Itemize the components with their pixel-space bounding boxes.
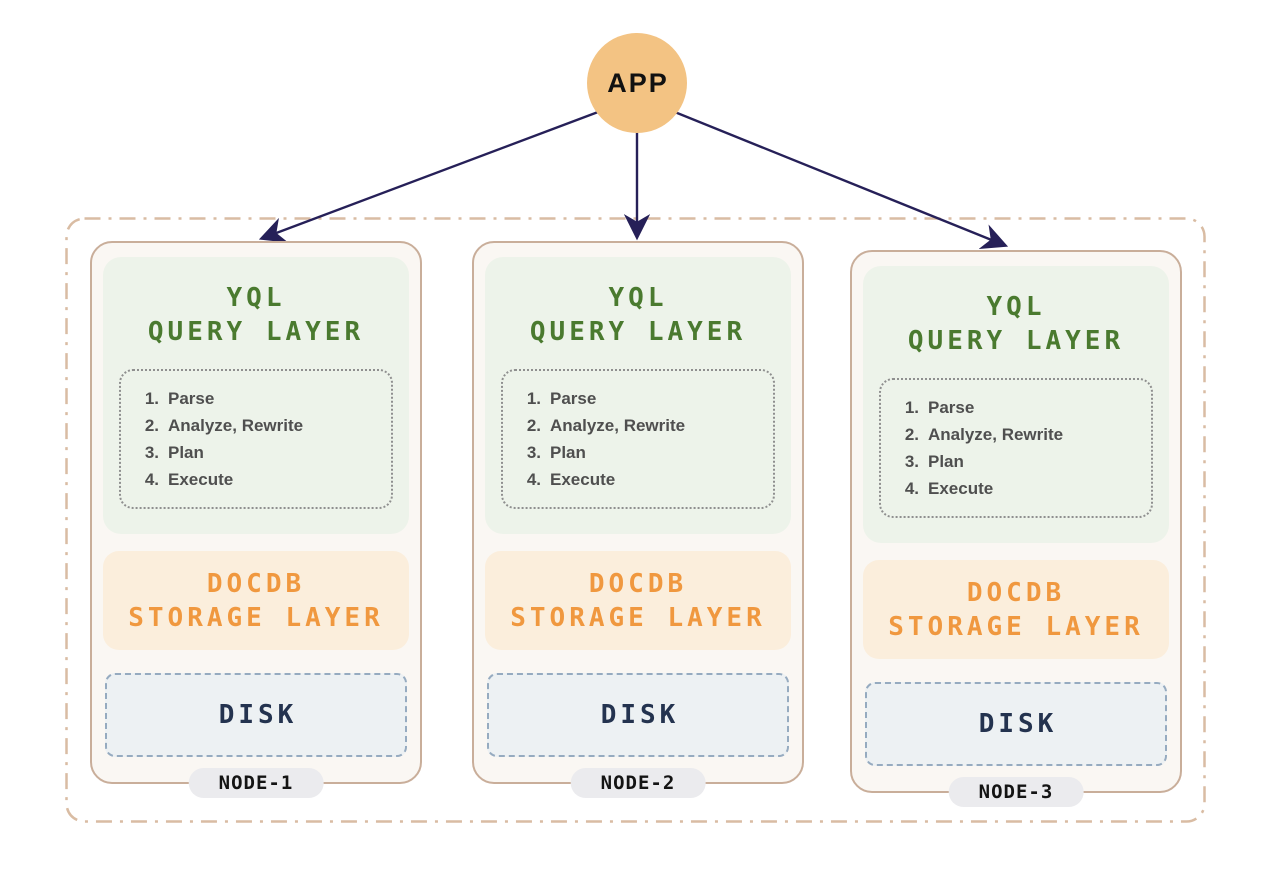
node-badge: NODE-3 [948, 777, 1084, 807]
node-badge: NODE-1 [188, 768, 324, 798]
step-number: 4. [144, 470, 159, 489]
query-step: 2. Analyze, Rewrite [515, 412, 765, 439]
query-step: 3. Plan [515, 439, 765, 466]
disk-box: DISK [865, 682, 1167, 766]
query-step: 2. Analyze, Rewrite [133, 412, 383, 439]
app-node: APP [587, 33, 687, 133]
disk-label: DISK [218, 700, 298, 730]
yql-title-line2: QUERY LAYER [529, 317, 747, 347]
step-number: 3. [526, 443, 541, 462]
query-step: 1. Parse [515, 385, 765, 412]
step-number: 4. [526, 470, 541, 489]
query-steps-box: 1. Parse 2. Analyze, Rewrite 3. Plan 4. … [879, 378, 1153, 518]
docdb-title-line2: STORAGE LAYER [888, 611, 1144, 642]
yql-query-layer-box: YQL QUERY LAYER 1. Parse 2. Analyze, Rew… [863, 266, 1169, 543]
step-label: Analyze, Rewrite [168, 416, 304, 435]
yql-query-layer-title: YQL QUERY LAYER [863, 290, 1169, 358]
node-card-1: YQL QUERY LAYER 1. Parse 2. Analyze, Rew… [90, 241, 422, 798]
step-label: Analyze, Rewrite [550, 416, 686, 435]
step-number: 2. [526, 416, 541, 435]
yql-query-layer-title: YQL QUERY LAYER [103, 281, 409, 349]
docdb-storage-layer-box: DOCDB STORAGE LAYER [485, 551, 791, 650]
query-step: 2. Analyze, Rewrite [893, 421, 1143, 448]
step-label: Analyze, Rewrite [928, 425, 1064, 444]
docdb-title-line2: STORAGE LAYER [510, 602, 766, 633]
query-steps-box: 1. Parse 2. Analyze, Rewrite 3. Plan 4. … [119, 369, 393, 509]
yql-title-line2: QUERY LAYER [907, 326, 1125, 356]
step-label: Plan [168, 443, 204, 462]
step-label: Execute [550, 470, 616, 489]
step-number: 1. [144, 389, 159, 408]
docdb-storage-layer-title: DOCDB STORAGE LAYER [510, 567, 766, 635]
step-number: 1. [904, 398, 919, 417]
disk-label: DISK [600, 700, 680, 730]
yql-title-line1: YQL [226, 283, 286, 313]
node-badge: NODE-2 [570, 768, 706, 798]
query-step: 4. Execute [515, 466, 765, 493]
step-label: Parse [168, 389, 215, 408]
disk-box: DISK [105, 673, 407, 757]
yql-query-layer-title: YQL QUERY LAYER [485, 281, 791, 349]
query-steps-box: 1. Parse 2. Analyze, Rewrite 3. Plan 4. … [501, 369, 775, 509]
yql-query-layer-box: YQL QUERY LAYER 1. Parse 2. Analyze, Rew… [485, 257, 791, 534]
docdb-storage-layer-box: DOCDB STORAGE LAYER [103, 551, 409, 650]
node-card-2: YQL QUERY LAYER 1. Parse 2. Analyze, Rew… [472, 241, 804, 798]
docdb-storage-layer-title: DOCDB STORAGE LAYER [888, 576, 1144, 644]
docdb-storage-layer-box: DOCDB STORAGE LAYER [863, 560, 1169, 659]
node-card-3: YQL QUERY LAYER 1. Parse 2. Analyze, Rew… [850, 250, 1182, 807]
docdb-title-line1: DOCDB [966, 577, 1066, 608]
arrow-app-to-node-1 [258, 98, 631, 243]
app-label: APP [607, 67, 669, 98]
query-step: 4. Execute [893, 475, 1143, 502]
yql-query-layer-box: YQL QUERY LAYER 1. Parse 2. Analyze, Rew… [103, 257, 409, 534]
step-label: Parse [550, 389, 597, 408]
docdb-title-line2: STORAGE LAYER [128, 602, 384, 633]
step-number: 3. [144, 443, 159, 462]
yql-title-line2: QUERY LAYER [147, 317, 365, 347]
step-number: 2. [904, 425, 919, 444]
step-label: Plan [928, 452, 964, 471]
yql-title-line1: YQL [986, 292, 1046, 322]
step-label: Plan [550, 443, 586, 462]
query-step: 3. Plan [893, 448, 1143, 475]
docdb-title-line1: DOCDB [206, 568, 306, 599]
docdb-storage-layer-title: DOCDB STORAGE LAYER [128, 567, 384, 635]
disk-box: DISK [487, 673, 789, 757]
step-label: Parse [928, 398, 975, 417]
step-label: Execute [928, 479, 994, 498]
docdb-title-line1: DOCDB [588, 568, 688, 599]
arrow-app-to-node-3 [644, 98, 1009, 250]
step-number: 2. [144, 416, 159, 435]
query-step: 4. Execute [133, 466, 383, 493]
step-number: 4. [904, 479, 919, 498]
query-step: 3. Plan [133, 439, 383, 466]
step-number: 1. [526, 389, 541, 408]
query-step: 1. Parse [893, 394, 1143, 421]
step-number: 3. [904, 452, 919, 471]
yql-title-line1: YQL [608, 283, 668, 313]
query-step: 1. Parse [133, 385, 383, 412]
step-label: Execute [168, 470, 234, 489]
disk-label: DISK [978, 709, 1058, 739]
